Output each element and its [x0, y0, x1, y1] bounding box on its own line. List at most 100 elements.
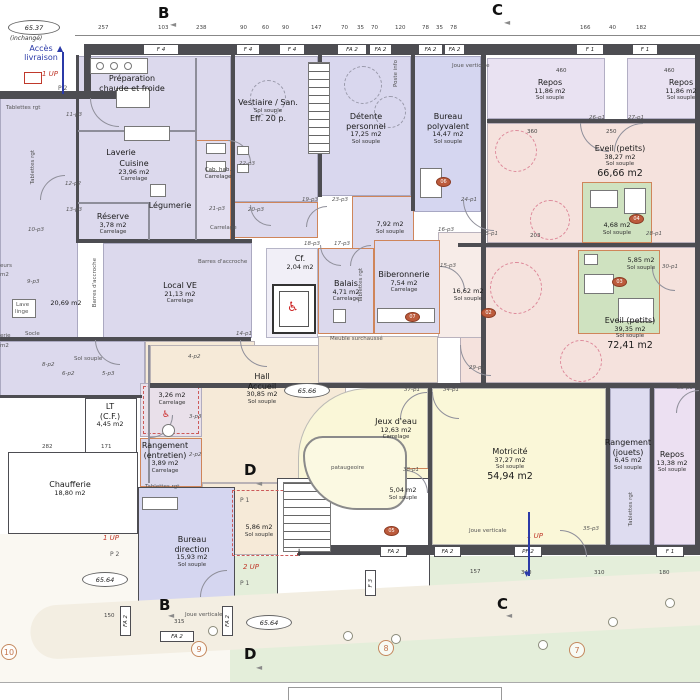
room-label-line: 11,86 m2: [665, 86, 697, 95]
door-tag: 11-p3: [66, 112, 82, 118]
grid-number-9: 9: [191, 641, 207, 657]
window-label: FA 2: [369, 44, 392, 55]
window-label: FA 2: [337, 44, 367, 55]
annotation-text: Barres d'accroche: [198, 259, 248, 265]
room-label-line: 54,94 m2: [487, 470, 533, 482]
annotation-text: Socle: [25, 331, 40, 337]
room-label-line: 13,38 m2: [656, 458, 688, 467]
room-label-line: 7,92 m2: [376, 220, 404, 228]
room-label-line: Repos: [659, 450, 685, 459]
room-label-line: 66,66 m2: [597, 167, 643, 179]
zone-hall-east: [318, 336, 438, 383]
dimension-label: 166: [580, 25, 591, 31]
door-type-mark: P 2: [110, 551, 120, 558]
grid-triangle-icon: ◄: [256, 663, 263, 672]
play-mat-circle: [490, 262, 542, 314]
window-code: F 1: [640, 46, 650, 53]
wall-segment: [458, 243, 700, 247]
room-label-line: Carrelage: [332, 296, 360, 303]
fixture: [333, 309, 346, 323]
wall-segment: [84, 44, 91, 96]
room-label-line: (jouets): [612, 447, 644, 457]
door-tag: 12-p2: [65, 181, 81, 187]
section-line: [528, 512, 530, 576]
annotation-text: Carrelage: [210, 225, 237, 231]
annotation-text: linge: [15, 309, 29, 315]
room-label-line: 4,71 m2: [332, 287, 360, 296]
dimension-label: 257: [98, 25, 109, 31]
play-mat-circle: [374, 96, 406, 128]
annotation-text: m2: [0, 272, 9, 278]
dimension-label: 90: [282, 25, 289, 31]
grid-letter-D: D: [244, 461, 257, 479]
zone-chaufferie: [8, 452, 138, 534]
delivery-arrow: [62, 52, 64, 94]
annotation-note: Carrelage: [210, 225, 237, 231]
room-label-line: Repos: [668, 78, 694, 87]
window-label: F 3: [365, 570, 376, 596]
grid-triangle-icon: ◄: [506, 611, 513, 620]
annotation-text: Tablettes rgt: [145, 484, 180, 490]
dimension-label: 310: [594, 570, 605, 576]
room-label-line: Sol souple: [657, 467, 687, 474]
room-label-line: Sol souple: [433, 138, 463, 145]
window-label: FA 2: [418, 44, 443, 55]
room-label-laverie: Laverie: [106, 148, 135, 158]
room-label-line: 21,13 m2: [164, 289, 196, 298]
annotation-text: Tablettes rgt: [628, 492, 634, 527]
door-tag: 25-p1: [482, 231, 498, 237]
room-label-line: Sol souple: [626, 264, 656, 271]
zone-alcove-16-62: [438, 232, 486, 338]
partition: [195, 58, 197, 240]
room-label-line: 5,04 m2: [389, 486, 417, 494]
door-tag: 9-p3: [27, 279, 40, 285]
survey-level-mark: 65.64: [82, 572, 128, 587]
room-label-line: Préparation: [108, 74, 156, 83]
room-label-line: Sol souple: [535, 95, 565, 102]
room-label-line: 18,80 m2: [54, 488, 86, 497]
annotation-note: linge: [15, 309, 28, 315]
room-label-line: (entretien): [143, 450, 187, 460]
wall-segment: [428, 383, 432, 546]
fixture: [124, 126, 170, 141]
dimension-label: 40: [609, 25, 616, 31]
dimension-label: 157: [470, 569, 481, 575]
zone-balais: [318, 248, 374, 334]
window-code: FA 2: [346, 46, 358, 53]
annotation-note: Sol souple: [74, 356, 102, 362]
delivery-access-line: livraison: [24, 53, 58, 63]
room-label-line: 4,68 m2: [603, 221, 631, 229]
equipment-tag: 06: [436, 177, 451, 187]
survey-level-mark: 65.64: [246, 615, 292, 630]
room-label-line: Réserve: [96, 212, 130, 221]
room-label-line: Biberonnerie: [378, 270, 430, 279]
zone-repos-2: [627, 58, 700, 119]
delivery-arrow-head-icon: ▲: [57, 44, 64, 53]
plant-marker: [538, 640, 548, 650]
door-tag: 8-p2: [42, 362, 55, 368]
room-label-line: Sol souple: [253, 107, 283, 114]
delivery-access-line: Accès: [29, 44, 53, 53]
window-code: F 1: [585, 46, 595, 53]
dimension-label: 203: [530, 233, 541, 239]
room-label-line: direction: [174, 544, 210, 554]
dimension-label: 150: [104, 613, 115, 619]
wall-segment: [606, 385, 610, 545]
room-label-line: Sol souple: [615, 333, 645, 340]
site-boundary: [0, 682, 700, 683]
wall-segment: [695, 55, 700, 550]
room-label-line: 20,69 m2: [50, 299, 82, 307]
annotation-text: Meuble surchaussé: [330, 336, 383, 342]
plant-marker: [343, 631, 353, 641]
equipment-tag: 04: [629, 214, 644, 224]
window-label: FA 2: [160, 631, 194, 642]
window-code: FA 2: [171, 633, 183, 640]
dimension-label: 103: [158, 25, 169, 31]
